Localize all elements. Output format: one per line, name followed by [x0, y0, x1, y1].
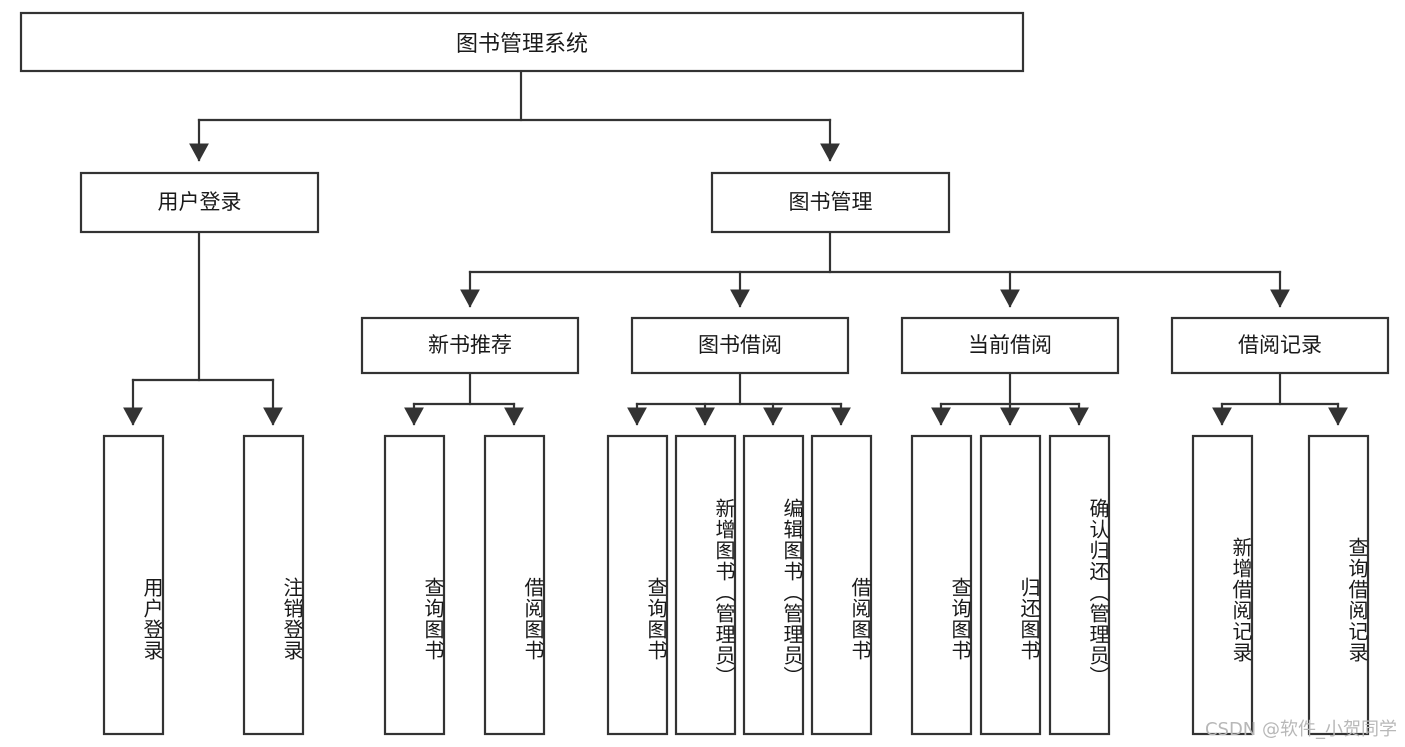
- node-root[interactable]: [19, 11, 1025, 73]
- leaf-box-book-borrow-3[interactable]: [810, 434, 873, 736]
- node-borrow-record[interactable]: [1170, 316, 1390, 375]
- node-book-borrow[interactable]: [630, 316, 850, 375]
- leaf-box-current-borrow-0[interactable]: [910, 434, 973, 736]
- node-user-login[interactable]: [79, 171, 320, 234]
- connector-bookmgmt-to-level2: [460, 231, 1290, 308]
- node-new-book-recommend[interactable]: [360, 316, 580, 375]
- connector-userlogin-to-leaves: [123, 231, 283, 426]
- leaf-box-new-book-0[interactable]: [383, 434, 446, 736]
- connector-bookborrow-to-leaves: [627, 372, 851, 426]
- connector-currentborrow-to-leaves: [931, 372, 1089, 426]
- node-book-management[interactable]: [710, 171, 951, 234]
- leaf-box-book-borrow-1[interactable]: [674, 434, 737, 736]
- leaf-box-current-borrow-1[interactable]: [979, 434, 1042, 736]
- watermark-text: CSDN @软件_小贺同学: [1204, 719, 1397, 740]
- connector-newbook-to-leaves: [404, 372, 524, 426]
- node-current-borrow[interactable]: [900, 316, 1120, 375]
- leaf-box-current-borrow-2[interactable]: [1048, 434, 1111, 736]
- leaf-box-borrow-record-1[interactable]: [1307, 434, 1370, 736]
- leaf-box-borrow-record-0[interactable]: [1191, 434, 1254, 736]
- leaf-box-book-borrow-2[interactable]: [742, 434, 805, 736]
- leaf-box-new-book-1[interactable]: [483, 434, 546, 736]
- leaf-box-user-login-0[interactable]: [102, 434, 165, 736]
- connector-borrowrecord-to-leaves: [1212, 372, 1348, 426]
- leaf-box-user-login-1[interactable]: [242, 434, 305, 736]
- connector-root-to-level1: [189, 70, 840, 162]
- leaf-box-book-borrow-0[interactable]: [606, 434, 669, 736]
